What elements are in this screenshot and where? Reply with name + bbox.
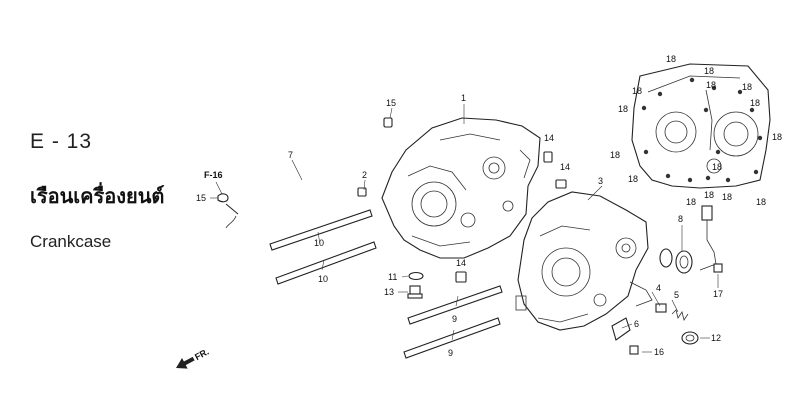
callout-18: 18 bbox=[756, 197, 766, 207]
callout-leaders bbox=[210, 104, 719, 353]
callout-18: 18 bbox=[704, 190, 714, 200]
tube-clip-lower bbox=[217, 193, 229, 203]
callout-9-lower: 9 bbox=[448, 348, 453, 358]
callout-10-lower: 10 bbox=[318, 274, 328, 284]
neutral-switch-sensor bbox=[659, 205, 723, 274]
callout-7: 7 bbox=[288, 150, 293, 160]
tube-clip-upper bbox=[383, 117, 393, 128]
callout-4: 4 bbox=[656, 283, 661, 293]
callout-2: 2 bbox=[362, 170, 367, 180]
callout-16: 16 bbox=[654, 347, 664, 357]
callout-5: 5 bbox=[674, 290, 679, 300]
callout-18: 18 bbox=[666, 54, 676, 64]
callout-1: 1 bbox=[461, 93, 466, 103]
callout-14-b: 14 bbox=[560, 162, 570, 172]
callout-8: 8 bbox=[678, 214, 683, 224]
front-direction-label: FR. bbox=[193, 346, 210, 362]
callout-15-upper: 15 bbox=[386, 98, 396, 108]
callout-14-a: 14 bbox=[544, 133, 554, 143]
callout-18: 18 bbox=[712, 162, 722, 172]
callout-11: 11 bbox=[388, 272, 397, 282]
callout-3: 3 bbox=[598, 176, 603, 186]
callout-18: 18 bbox=[742, 82, 752, 92]
front-direction-marker: FR. bbox=[176, 346, 211, 369]
dowel-pins bbox=[357, 151, 567, 283]
crankcase-right-half bbox=[515, 191, 653, 331]
callout-15-lower: 15 bbox=[196, 193, 206, 203]
breather-tube bbox=[225, 115, 387, 229]
callout-10-upper: 10 bbox=[314, 238, 324, 248]
callout-18: 18 bbox=[722, 192, 732, 202]
callout-18: 18 bbox=[610, 150, 620, 160]
callout-14-c: 14 bbox=[456, 258, 466, 268]
callout-6: 6 bbox=[634, 319, 639, 329]
callout-17: 17 bbox=[713, 289, 723, 299]
callout-18: 18 bbox=[772, 132, 782, 142]
callout-18: 18 bbox=[686, 197, 696, 207]
callout-18: 18 bbox=[628, 174, 638, 184]
callout-18: 18 bbox=[632, 86, 642, 96]
callout-18: 18 bbox=[706, 80, 716, 90]
callout-9-upper: 9 bbox=[452, 314, 457, 324]
small-hardware bbox=[611, 303, 699, 355]
crankcase-cover bbox=[631, 63, 771, 189]
stud-bolts bbox=[269, 209, 503, 359]
callout-18: 18 bbox=[618, 104, 628, 114]
callout-18: 18 bbox=[750, 98, 760, 108]
reference-label: F-16 bbox=[204, 170, 223, 180]
title-block: E - 13 เรือนเครื่องยนต์ Crankcase bbox=[30, 130, 205, 252]
section-title-thai: เรือนเครื่องยนต์ bbox=[30, 184, 165, 208]
section-code: E - 13 bbox=[30, 130, 93, 153]
section-title-english: Crankcase bbox=[30, 232, 112, 251]
callout-13: 13 bbox=[384, 287, 394, 297]
callout-12: 12 bbox=[711, 333, 721, 343]
drain-bolt bbox=[407, 271, 424, 299]
crankcase-left-half bbox=[381, 117, 541, 259]
cover-bolt-points bbox=[641, 77, 763, 183]
callout-18: 18 bbox=[704, 66, 714, 76]
